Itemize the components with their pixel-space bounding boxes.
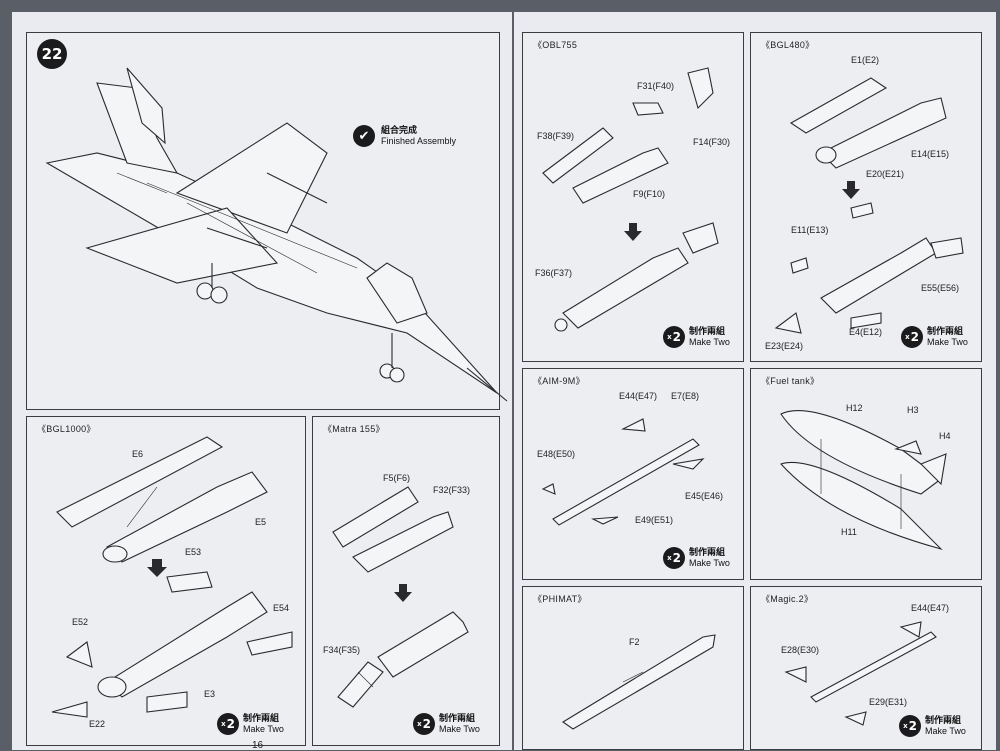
- part-label: H12: [846, 403, 863, 413]
- jet-assembly-drawing: [45, 67, 508, 402]
- step-number-badge: 22: [37, 39, 67, 69]
- part-label: F32(F33): [433, 485, 471, 495]
- panel-title: 《Magic.2》: [761, 594, 814, 604]
- part-label: E28(E30): [781, 645, 820, 655]
- part-label: E22: [89, 719, 106, 729]
- part-label: H4: [939, 431, 951, 441]
- part-label: F31(F40): [637, 81, 675, 91]
- part-label: E53: [185, 547, 202, 557]
- status-zh: 組合完成: [381, 125, 418, 135]
- part-label: F34(F35): [323, 645, 361, 655]
- part-label: F14(F30): [693, 137, 731, 147]
- part-label: F5(F6): [383, 473, 410, 483]
- panel-title: 《PHIMAT》: [533, 594, 587, 604]
- panel-bgl480: 《BGL480》 E1(E2) E14(E15) E20(E21) E11(E1…: [750, 32, 982, 362]
- part-label: E23(E24): [765, 341, 804, 351]
- part-label: E20(E21): [866, 169, 905, 179]
- part-label: E3: [204, 689, 216, 699]
- part-label: F38(F39): [537, 131, 575, 141]
- part-label: H11: [841, 527, 857, 537]
- part-label: E54: [273, 603, 290, 613]
- part-label: E45(E46): [685, 491, 724, 501]
- part-label: E1(E2): [851, 55, 880, 65]
- part-label: E52: [72, 617, 89, 627]
- part-label: E29(E31): [869, 697, 908, 707]
- right-page: 《OBL755 F31(F40) F38(F39) F14(F30) F9(F1…: [514, 12, 996, 750]
- finished-assembly-label: ✔ 組合完成 Finished Assembly: [353, 125, 456, 147]
- part-label: E5: [255, 517, 267, 527]
- part-label: F2: [629, 637, 640, 647]
- panel-aim9m: 《AIM-9M》 E44(E47) E7(E8) E48(E50) E45(E4…: [522, 368, 744, 580]
- panel-title: 《BGL1000》: [37, 424, 96, 434]
- panel-title: 《AIM-9M》: [533, 376, 585, 386]
- panel-obl755: 《OBL755 F31(F40) F38(F39) F14(F30) F9(F1…: [522, 32, 744, 362]
- left-page: 22 ✔ 組合完成 Finished Assembly: [12, 12, 512, 751]
- panel-phimat: 《PHIMAT》 F2: [522, 586, 744, 750]
- part-label: E6: [132, 449, 144, 459]
- part-label: E4(E12): [849, 327, 883, 337]
- part-label: E44(E47): [911, 603, 950, 613]
- part-label: E44(E47): [619, 391, 658, 401]
- part-label: E7(E8): [671, 391, 700, 401]
- part-label: E48(E50): [537, 449, 576, 459]
- panel-title: 《BGL480》: [761, 40, 815, 50]
- page-number: 16: [252, 740, 264, 751]
- part-label: E49(E51): [635, 515, 674, 525]
- step-22-panel: 22 ✔ 組合完成 Finished Assembly: [26, 32, 508, 410]
- part-label: F9(F10): [633, 189, 666, 199]
- part-label: F36(F37): [535, 268, 573, 278]
- part-label: H3: [907, 405, 919, 415]
- status-en: Finished Assembly: [381, 136, 457, 146]
- panel-title: 《Matra 155》: [323, 424, 385, 434]
- panel-title: 《OBL755: [533, 40, 578, 50]
- part-label: E11(E13): [791, 225, 829, 235]
- panel-title: 《Fuel tank》: [761, 376, 820, 386]
- part-label: E55(E56): [921, 283, 960, 293]
- panel-fueltank: 《Fuel tank》 H12 H3 H4 H11: [750, 368, 982, 580]
- checkmark-icon: ✔: [353, 125, 375, 147]
- part-label: E14(E15): [911, 149, 950, 159]
